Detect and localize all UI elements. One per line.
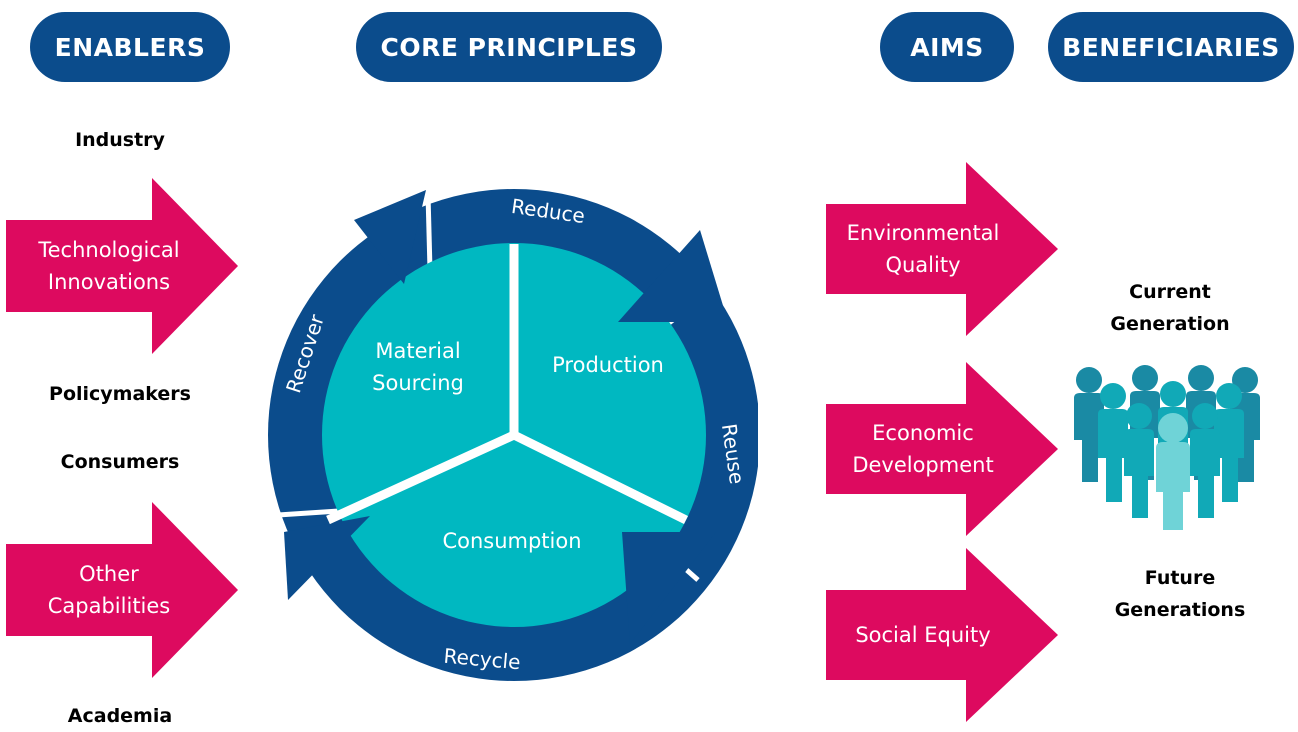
enablers-header: ENABLERS — [30, 12, 230, 82]
enabler-arrow-other-capabilities: Other Capabilities — [6, 502, 238, 678]
beneficiary-future-generations: Future Generations — [1114, 567, 1246, 621]
aim-economic-development-label: Economic Development — [852, 421, 994, 477]
right-arrow-icon — [826, 162, 1058, 336]
aim-arrow-social-equity: Social Equity — [826, 548, 1058, 722]
aim-social-equity-label: Social Equity — [855, 623, 991, 647]
right-arrow-icon — [826, 548, 1058, 722]
enabler-consumers: Consumers — [60, 451, 180, 473]
sector-consumption: Consumption — [442, 529, 581, 553]
right-arrow-icon — [6, 502, 238, 678]
arrowhead-recover — [354, 190, 426, 284]
enabler-other-capabilities-label: Other Capabilities — [47, 562, 171, 618]
sector-production: Production — [552, 353, 664, 377]
aims-header: AIMS — [880, 12, 1014, 82]
enabler-arrow-technological-innovations: Technological Innovations — [6, 178, 238, 354]
aim-arrow-economic-development: Economic Development — [826, 362, 1058, 536]
aim-environmental-quality-label: Environmental Quality — [846, 221, 1000, 277]
ring-gap-top-left — [425, 193, 433, 271]
arrowhead-reuse — [622, 532, 716, 644]
aim-arrow-environmental-quality: Environmental Quality — [826, 162, 1058, 336]
people-group-icon — [1074, 365, 1260, 530]
right-arrow-icon — [6, 178, 238, 354]
enabler-technological-innovations-label: Technological Innovations — [38, 238, 180, 294]
core-principles-cycle: Material Sourcing Production Consumption… — [268, 189, 758, 681]
sector-material-sourcing-line1: Material — [375, 339, 460, 363]
enabler-industry: Industry — [75, 129, 165, 151]
core-principles-header: CORE PRINCIPLES — [356, 12, 662, 82]
sector-material-sourcing-line2: Sourcing — [372, 371, 464, 395]
arrowhead-recycle — [284, 516, 370, 600]
right-arrow-icon — [826, 362, 1058, 536]
beneficiary-current-generation: Current Generation — [1110, 281, 1230, 335]
spoke-right — [512, 430, 688, 525]
enabler-academia: Academia — [67, 705, 173, 727]
arrowhead-reduce — [618, 230, 728, 322]
enabler-policymakers: Policymakers — [49, 383, 191, 405]
spoke-left — [326, 430, 516, 525]
beneficiaries-header: BENEFICIARIES — [1048, 12, 1294, 82]
